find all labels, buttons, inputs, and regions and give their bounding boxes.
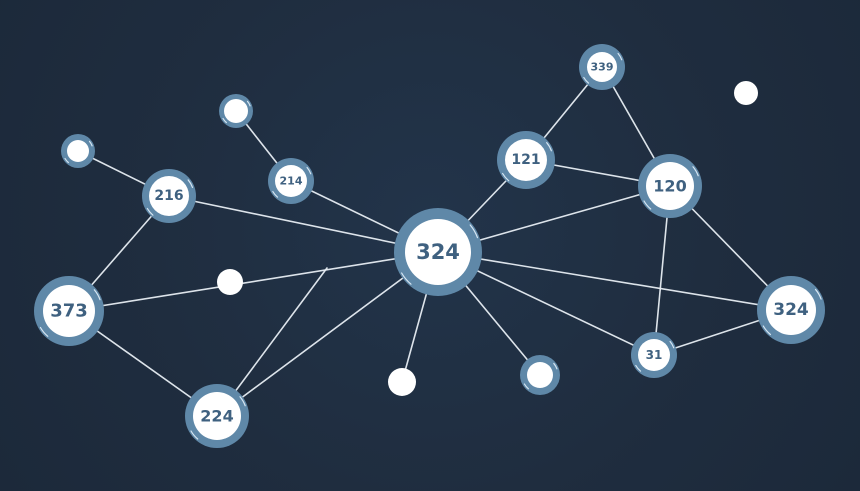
node-label: 373 — [50, 301, 88, 322]
edge-n324c-n216 — [168, 195, 439, 253]
node-label: 121 — [511, 152, 540, 168]
node-core — [734, 81, 758, 105]
node-ring-mark — [635, 364, 642, 372]
node-label: 324 — [416, 240, 460, 264]
node-ring-mark — [187, 179, 194, 189]
node-ring-mark — [762, 325, 772, 336]
node-u_tr[interactable] — [734, 81, 758, 105]
node-core — [646, 162, 694, 210]
node-ring-mark — [64, 157, 69, 164]
node-ring-mark — [617, 52, 623, 61]
node-label: 31 — [646, 348, 663, 362]
node-core — [193, 392, 241, 440]
node-core — [275, 165, 307, 197]
node-ring-mark — [546, 142, 552, 152]
node-label: 339 — [591, 61, 614, 74]
node-ring-mark — [643, 200, 652, 210]
node-core — [587, 52, 617, 82]
node-core — [405, 219, 471, 285]
edge-n324c-n224 — [216, 251, 439, 417]
node-ring-mark — [502, 172, 510, 182]
node-core — [43, 285, 95, 337]
node-core — [217, 269, 243, 295]
node-label: 224 — [200, 407, 233, 426]
node-u_top[interactable] — [219, 94, 253, 128]
node-label: 216 — [154, 188, 183, 204]
node-ring-mark — [190, 430, 199, 440]
node-ring-mark — [93, 289, 101, 301]
node-ring-mark — [469, 224, 479, 239]
node-n120[interactable]: 120 — [638, 154, 702, 218]
node-core — [638, 339, 670, 371]
node-ring-mark — [669, 340, 675, 349]
node-n324c[interactable]: 324 — [394, 208, 482, 296]
node-ring-mark — [401, 272, 412, 285]
node-u_bot[interactable] — [388, 368, 416, 396]
node-label: 324 — [773, 300, 809, 320]
node-core — [67, 140, 89, 162]
node-ring-mark — [523, 383, 530, 390]
node-ring-mark — [272, 190, 279, 198]
node-n121[interactable]: 121 — [497, 131, 555, 189]
node-n31[interactable]: 31 — [631, 332, 677, 378]
edge-n324c-n373 — [68, 251, 439, 312]
node-core — [224, 99, 248, 123]
node-ring-mark — [246, 100, 251, 107]
node-n339[interactable]: 339 — [579, 44, 625, 90]
node-core — [505, 139, 547, 181]
edge-n324c-n324r — [437, 251, 792, 311]
node-ring-mark — [39, 326, 49, 337]
node-ring-mark — [692, 166, 699, 177]
node-n214[interactable]: 214 — [268, 158, 314, 204]
node-core — [149, 176, 189, 216]
node-ring-mark — [583, 76, 590, 84]
node-core — [766, 285, 816, 335]
node-u_botr[interactable] — [520, 355, 560, 395]
node-n216[interactable]: 216 — [142, 169, 196, 223]
node-label: 214 — [280, 175, 303, 188]
node-ring-mark — [222, 117, 227, 124]
node-ring-mark — [146, 207, 154, 216]
node-n224[interactable]: 224 — [185, 384, 249, 448]
nodes: 339 121 120 324 214 216 373 224 31 324 — [34, 44, 825, 448]
node-ring-mark — [306, 166, 312, 175]
node-core — [527, 362, 553, 388]
node-ring-mark — [553, 362, 558, 370]
node-n373[interactable]: 373 — [34, 276, 104, 346]
node-n324r[interactable]: 324 — [757, 276, 825, 344]
node-u_tl[interactable] — [61, 134, 95, 168]
node-ring-mark — [814, 288, 822, 300]
node-ring-mark — [239, 396, 246, 407]
node-core — [388, 368, 416, 396]
node-label: 120 — [653, 177, 686, 196]
node-u_mid[interactable] — [217, 269, 243, 295]
node-ring-mark — [88, 140, 93, 147]
